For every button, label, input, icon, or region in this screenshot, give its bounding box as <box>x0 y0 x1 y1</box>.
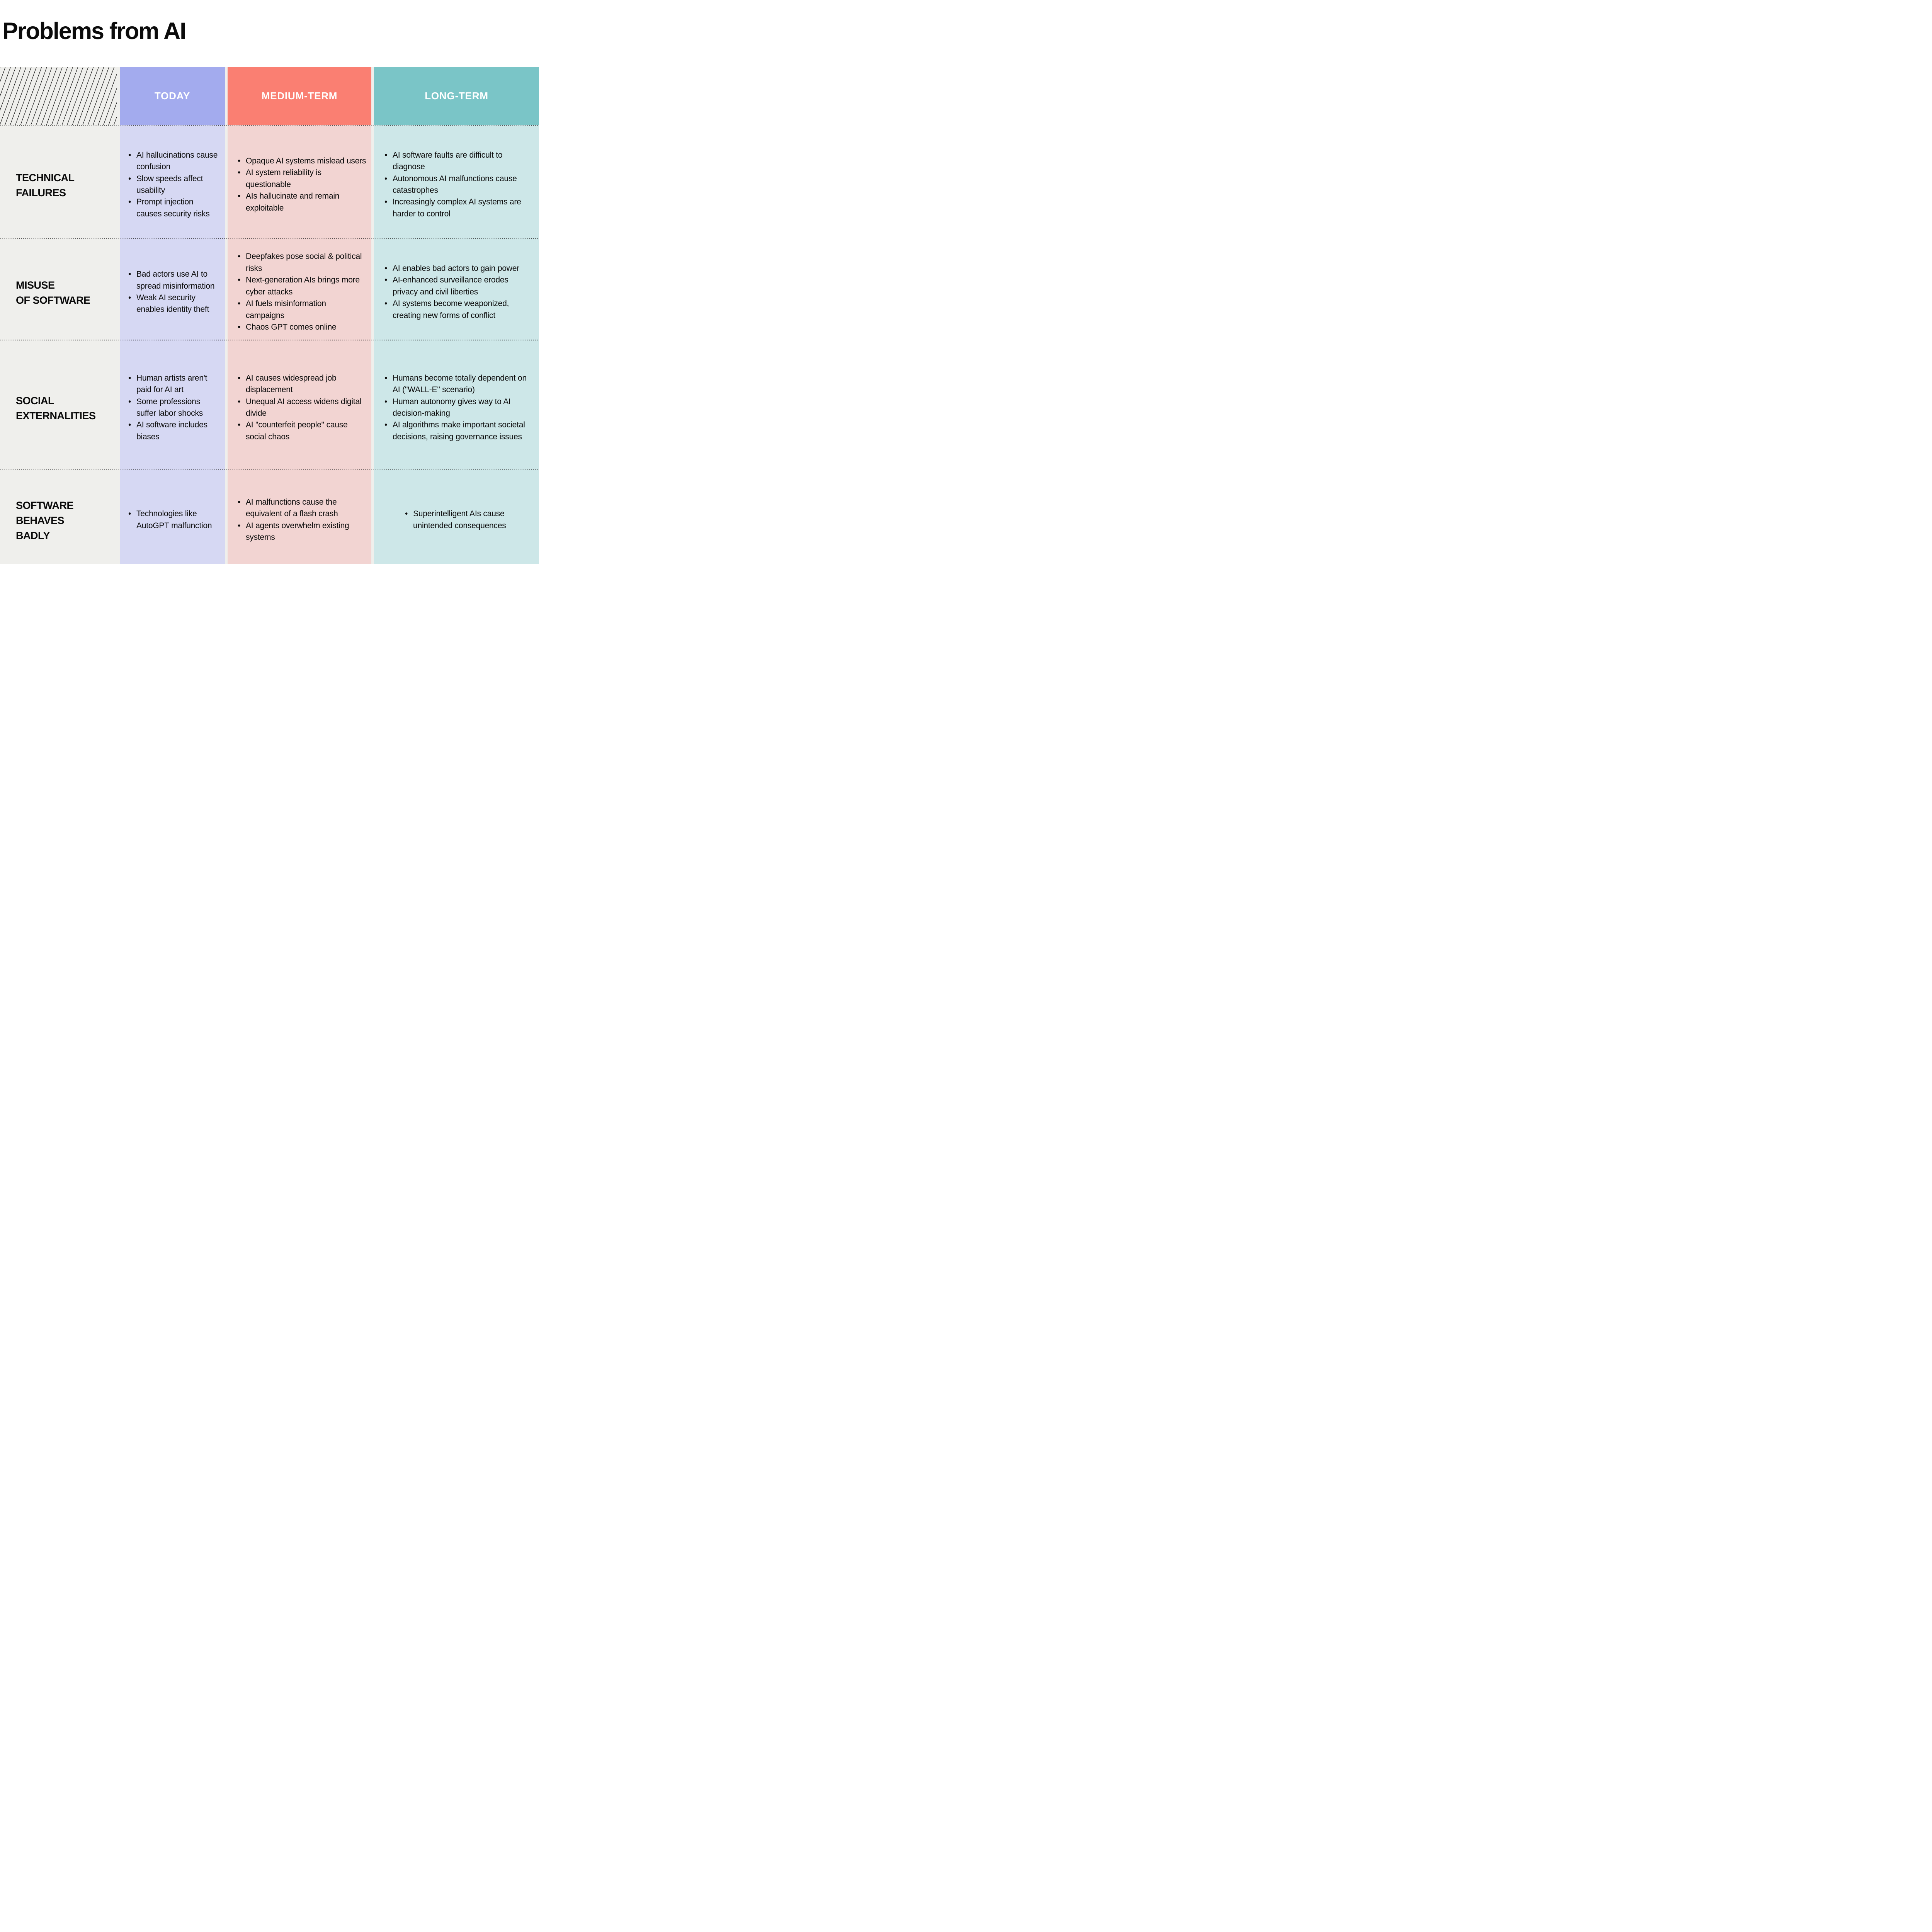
column-header-long-term: LONG-TERM <box>374 67 539 125</box>
row-separator <box>0 238 539 239</box>
row-label-misuse-of-software: MISUSE OF SOFTWARE <box>0 238 117 340</box>
cell-social-long: Humans become totally dependent on AI ("… <box>374 340 539 469</box>
bullet-item: Increasingly complex AI systems are hard… <box>384 196 532 220</box>
bullet-item: AI malfunctions cause the equivalent of … <box>238 497 367 520</box>
bullet-item: Bad actors use AI to spread misinformati… <box>128 269 220 292</box>
row-label-line: SOCIAL <box>16 395 54 406</box>
bullet-item: Technologies like AutoGPT malfunction <box>128 508 220 532</box>
bullet-item: Weak AI security enables identity theft <box>128 292 220 316</box>
problems-table: TODAY MEDIUM-TERM LONG-TERM TECHNICAL FA… <box>0 67 539 564</box>
cell-misuse-long: AI enables bad actors to gain power AI-e… <box>374 238 539 340</box>
row-label-line: FAILURES <box>16 187 66 199</box>
row-label-line: EXTERNALITIES <box>16 410 96 422</box>
row-separator <box>0 125 539 126</box>
row-label-line: TECHNICAL <box>16 172 75 184</box>
bullet-item: AI enables bad actors to gain power <box>384 263 532 274</box>
row-separator <box>0 469 539 470</box>
bullet-item: Opaque AI systems mislead users <box>238 155 367 167</box>
cell-technical-failures-today: AI hallucinations cause confusion Slow s… <box>120 125 225 238</box>
bullet-item: Superintelligent AIs cause unintended co… <box>405 508 524 532</box>
bullet-item: Human autonomy gives way to AI decision-… <box>384 396 532 420</box>
bullet-item: AI-enhanced surveillance erodes privacy … <box>384 274 532 298</box>
corner-hatch-cell <box>0 67 117 125</box>
bullet-item: Human artists aren't paid for AI art <box>128 372 220 396</box>
cell-technical-failures-medium: Opaque AI systems mislead users AI syste… <box>228 125 371 238</box>
bullet-item: AI systems become weaponized, creating n… <box>384 298 532 321</box>
bullet-item: AI system reliability is questionable <box>238 167 367 190</box>
bullet-item: AI agents overwhelm existing systems <box>238 520 367 544</box>
bullet-item: Deepfakes pose social & political risks <box>238 251 367 274</box>
row-label-technical-failures: TECHNICAL FAILURES <box>0 125 117 238</box>
bullet-item: Prompt injection causes security risks <box>128 196 220 220</box>
bullet-item: AI hallucinations cause confusion <box>128 150 220 173</box>
bullet-item: AI software faults are difficult to diag… <box>384 150 532 173</box>
page-title: Problems from AI <box>2 18 186 44</box>
cell-misuse-today: Bad actors use AI to spread misinformati… <box>120 238 225 340</box>
row-label-social-externalities: SOCIAL EXTERNALITIES <box>0 340 117 469</box>
bullet-item: AI "counterfeit people" cause social cha… <box>238 419 367 443</box>
row-label-line: SOFTWARE <box>16 499 74 511</box>
bullet-item: AI causes widespread job displacement <box>238 372 367 396</box>
column-header-today: TODAY <box>120 67 225 125</box>
row-label-line: MISUSE <box>16 279 55 291</box>
bullet-item: Some professions suffer labor shocks <box>128 396 220 420</box>
bullet-item: AI fuels misinformation campaigns <box>238 298 367 321</box>
row-label-software-behaves-badly: SOFTWARE BEHAVES BADLY <box>0 469 117 564</box>
cell-technical-failures-long: AI software faults are difficult to diag… <box>374 125 539 238</box>
cell-behaves-badly-medium: AI malfunctions cause the equivalent of … <box>228 469 371 564</box>
bullet-item: AI algorithms make important societal de… <box>384 419 532 443</box>
bullet-item: Slow speeds affect usability <box>128 173 220 197</box>
bullet-item: Humans become totally dependent on AI ("… <box>384 372 532 396</box>
bullet-item: Chaos GPT comes online <box>238 321 367 333</box>
column-header-medium-term: MEDIUM-TERM <box>228 67 371 125</box>
bullet-item: AI software includes biases <box>128 419 220 443</box>
cell-behaves-badly-long: Superintelligent AIs cause unintended co… <box>374 469 539 564</box>
cell-social-today: Human artists aren't paid for AI art Som… <box>120 340 225 469</box>
cell-behaves-badly-today: Technologies like AutoGPT malfunction <box>120 469 225 564</box>
bullet-item: Next-generation AIs brings more cyber at… <box>238 274 367 298</box>
bullet-item: Unequal AI access widens digital divide <box>238 396 367 420</box>
bullet-item: Autonomous AI malfunctions cause catastr… <box>384 173 532 197</box>
bullet-item: AIs hallucinate and remain exploitable <box>238 190 367 214</box>
row-label-line: BADLY <box>16 530 50 542</box>
row-label-line: OF SOFTWARE <box>16 294 90 306</box>
cell-social-medium: AI causes widespread job displacement Un… <box>228 340 371 469</box>
row-label-line: BEHAVES <box>16 514 65 526</box>
cell-misuse-medium: Deepfakes pose social & political risks … <box>228 238 371 340</box>
